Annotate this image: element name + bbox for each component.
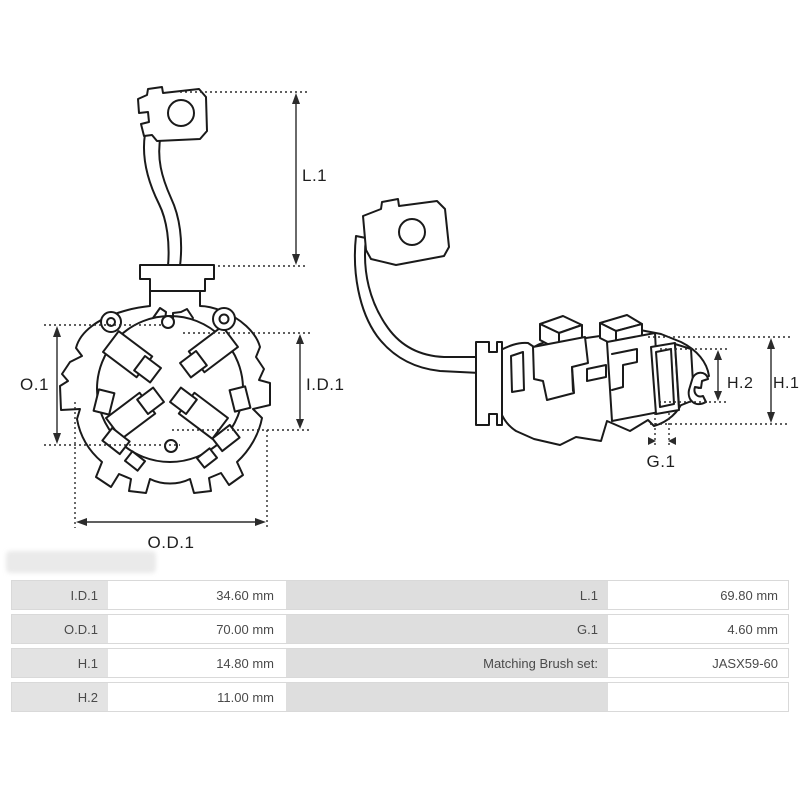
dim-label-O1: O.1 <box>20 375 49 394</box>
center-hole-top <box>161 315 175 329</box>
front-view-dimensions: L.1 O.1 I.D.1 O.D.1 <box>20 91 344 552</box>
center-hole-bottom <box>164 439 178 453</box>
spec-label: I.D.1 <box>12 581 108 609</box>
technical-drawing: L.1 O.1 I.D.1 O.D.1 <box>20 86 799 552</box>
spec-value <box>610 683 788 711</box>
slot-se <box>211 423 241 453</box>
spec-table: I.D.1 34.60 mm L.1 69.80 mm O.D.1 70.00 … <box>11 580 789 716</box>
spec-value: 70.00 mm <box>110 615 284 643</box>
side-view-dimensions: H.2 H.1 G.1 <box>647 336 799 471</box>
eyelet-left <box>100 311 122 333</box>
dim-label-OD1: O.D.1 <box>148 533 195 552</box>
spec-value: 34.60 mm <box>110 581 284 609</box>
spec-value: 11.00 mm <box>110 683 284 711</box>
table-row: O.D.1 70.00 mm G.1 4.60 mm <box>11 614 789 644</box>
dim-O1: O.1 <box>20 326 61 444</box>
brush-box-nw <box>102 330 162 384</box>
slot-sw <box>101 426 131 456</box>
side-view-drawing <box>353 198 710 446</box>
table-row: I.D.1 34.60 mm L.1 69.80 mm <box>11 580 789 610</box>
slot-east <box>228 385 252 413</box>
terminal-hole-side <box>398 218 426 246</box>
foot-right <box>196 447 218 469</box>
brush-assembly-right <box>599 314 709 422</box>
dim-OD1: O.D.1 <box>76 518 266 552</box>
dim-G1: G.1 <box>647 437 676 471</box>
dim-label-H2: H.2 <box>727 375 753 392</box>
spec-label: Matching Brush set: <box>286 649 608 677</box>
spec-label: H.1 <box>12 649 108 677</box>
spec-label: H.2 <box>12 683 108 711</box>
spec-value: 69.80 mm <box>610 581 788 609</box>
front-view-drawing <box>59 86 271 494</box>
dim-label-ID1: I.D.1 <box>306 375 344 394</box>
dim-H2: H.2 <box>714 350 753 401</box>
spec-label: G.1 <box>286 615 608 643</box>
brush-assembly-left <box>532 315 589 401</box>
dim-H1: H.1 <box>767 338 799 423</box>
spec-value: 14.80 mm <box>110 649 284 677</box>
dim-label-H1: H.1 <box>773 375 799 392</box>
dim-L1: L.1 <box>292 93 327 265</box>
foot-left <box>124 450 146 472</box>
terminal-hole <box>167 99 195 127</box>
spec-value: JASX59-60 <box>610 649 788 677</box>
spec-label <box>286 683 608 711</box>
lead-wire-side <box>353 235 481 374</box>
mounting-flange-side <box>475 341 503 426</box>
dim-label-L1: L.1 <box>302 166 327 185</box>
plate-rib <box>510 351 525 393</box>
lead-wire <box>143 133 183 267</box>
slot-west <box>92 388 116 416</box>
table-row: H.2 11.00 mm <box>11 682 789 712</box>
brush-box-se <box>169 386 229 440</box>
spec-label: L.1 <box>286 581 608 609</box>
spec-label: O.D.1 <box>12 615 108 643</box>
brush-connector <box>586 364 607 382</box>
dim-ID1: I.D.1 <box>296 334 344 429</box>
eyelet-right <box>212 307 236 331</box>
spec-value: 4.60 mm <box>610 615 788 643</box>
brush-box-ne <box>179 325 239 379</box>
mounting-bracket <box>139 264 215 292</box>
watermark-smudge <box>6 551 156 573</box>
dim-label-G1: G.1 <box>647 452 676 471</box>
table-row: H.1 14.80 mm Matching Brush set: JASX59-… <box>11 648 789 678</box>
retainer-hook <box>687 371 709 406</box>
